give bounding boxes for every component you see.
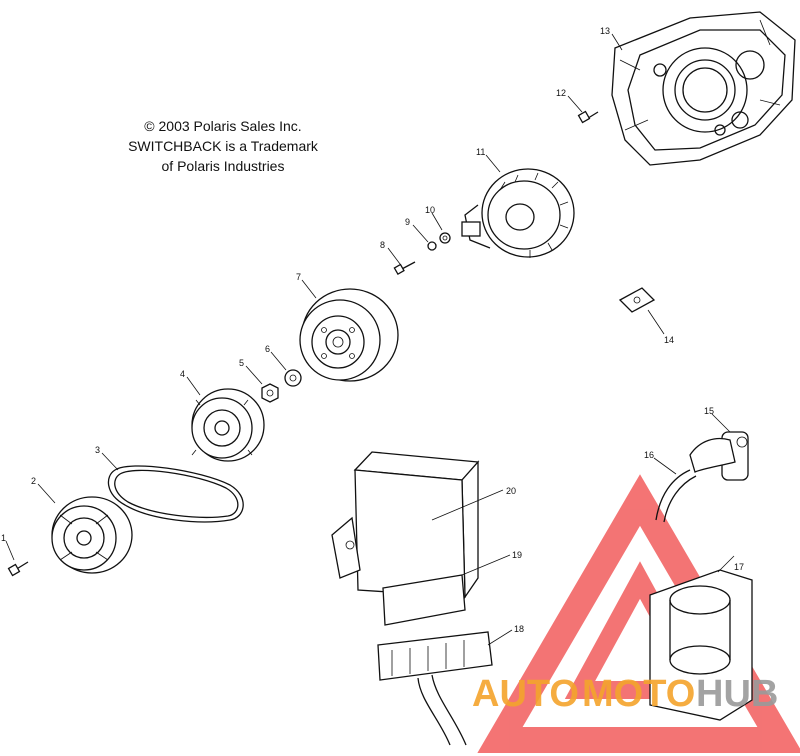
part-5-nut [261, 383, 279, 403]
part-15-plug-cap [689, 431, 749, 481]
callout-11: 11 [476, 147, 485, 157]
callout-10: 10 [425, 205, 435, 215]
callout-8: 8 [380, 240, 385, 250]
part-20-cdi-box [331, 451, 480, 626]
leader-9 [412, 224, 429, 243]
callout-3: 3 [95, 445, 100, 455]
leader-1 [5, 540, 15, 561]
leader-2 [37, 483, 56, 504]
leader-16 [653, 457, 677, 475]
watermark-hub: HUB [696, 673, 778, 715]
leader-17 [717, 555, 735, 573]
callout-7: 7 [296, 272, 301, 282]
callout-5: 5 [239, 358, 244, 368]
part-14-clip [618, 287, 656, 313]
leader-4 [186, 376, 201, 396]
copyright-notice: © 2003 Polaris Sales Inc. SWITCHBACK is … [118, 116, 328, 176]
part-2-pulley [51, 496, 133, 574]
callout-19: 19 [512, 550, 522, 560]
part-6-washer [284, 369, 302, 387]
part-11-stator [461, 168, 575, 258]
leader-19 [461, 554, 511, 576]
watermark-text: AUTO MOTO HUB [472, 673, 778, 715]
leader-14 [647, 309, 665, 335]
callout-6: 6 [265, 344, 270, 354]
part-8-bolt [393, 261, 416, 275]
leader-6 [270, 351, 287, 371]
trademark-owner-line: of Polaris Industries [161, 158, 285, 174]
callout-4: 4 [180, 369, 185, 379]
callout-1: 1 [1, 533, 6, 543]
leader-5 [245, 365, 263, 385]
part-3-belt [107, 465, 244, 523]
callout-9: 9 [405, 217, 410, 227]
leader-8 [387, 247, 401, 265]
part-17-coil [649, 569, 753, 721]
part-10-nut [439, 232, 451, 244]
leader-15 [711, 413, 731, 433]
leader-7 [301, 279, 317, 299]
part-4-pulley [191, 388, 265, 462]
trademark-line: SWITCHBACK is a Trademark [128, 138, 318, 154]
leader-12 [567, 95, 583, 113]
callout-15: 15 [704, 406, 714, 416]
callout-13: 13 [600, 26, 610, 36]
callout-18: 18 [514, 624, 524, 634]
part-9-washer [427, 241, 437, 251]
part-1-bolt [7, 561, 29, 577]
part-16-boot [655, 469, 697, 523]
callout-12: 12 [556, 88, 566, 98]
callout-16: 16 [644, 450, 654, 460]
leader-10 [431, 212, 443, 231]
part-18-connector [377, 631, 493, 746]
part-13-housing [611, 11, 796, 166]
copyright-line: © 2003 Polaris Sales Inc. [144, 118, 302, 134]
callout-14: 14 [664, 335, 674, 345]
leader-11 [485, 154, 501, 173]
callout-17: 17 [734, 562, 744, 572]
leader-20 [431, 489, 504, 521]
watermark-moto: MOTO [582, 673, 695, 715]
part-12-bolt [577, 110, 599, 124]
watermark-auto: AUTO [472, 673, 579, 715]
leader-13 [611, 33, 623, 51]
leader-3 [101, 452, 119, 471]
callout-2: 2 [31, 476, 36, 486]
callout-20: 20 [506, 486, 516, 496]
leader-18 [487, 629, 513, 646]
part-7-flywheel [299, 288, 399, 382]
